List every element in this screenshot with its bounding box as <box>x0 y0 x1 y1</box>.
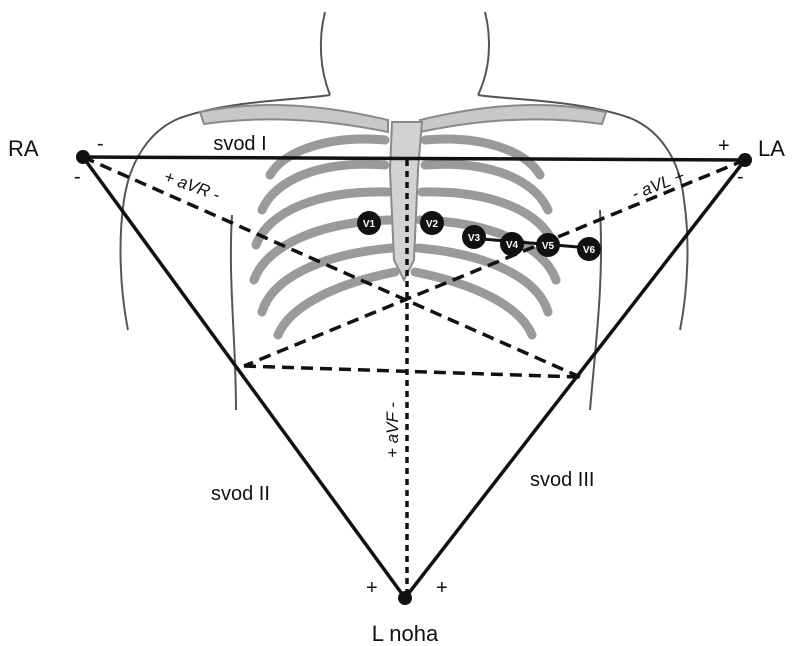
avr-label: + aVR - <box>161 167 222 205</box>
svg-text:V2: V2 <box>426 219 439 230</box>
electrode-v6: V6 <box>577 237 601 261</box>
svg-text:V1: V1 <box>363 219 376 230</box>
electrode-v2: V2 <box>420 211 444 235</box>
la-label: LA <box>758 136 785 161</box>
electrode-v5: V5 <box>536 233 560 257</box>
la-sign-top: + <box>718 135 730 157</box>
ra-sign-bottom: - <box>74 166 81 188</box>
lead-1-line <box>83 157 745 160</box>
svg-text:V3: V3 <box>468 233 481 244</box>
electrode-v3: V3 <box>462 225 486 249</box>
electrode-v4: V4 <box>500 232 524 256</box>
leg-sign-right: + <box>436 577 448 599</box>
leg-sign-left: + <box>366 577 378 599</box>
svg-text:V5: V5 <box>542 241 555 252</box>
ra-sign-top: - <box>97 133 104 155</box>
lead-3-label: svod III <box>530 469 594 491</box>
svg-text:V4: V4 <box>506 240 519 251</box>
lead-2-label: svod II <box>211 483 270 505</box>
la-electrode-dot <box>738 153 752 167</box>
lead-1-label: svod I <box>213 133 266 155</box>
avf-label: + aVF - <box>383 402 402 458</box>
inner-base-line <box>244 366 580 377</box>
electrode-v1: V1 <box>357 211 381 235</box>
leg-label: L noha <box>372 621 439 646</box>
ra-label: RA <box>8 136 39 161</box>
sternum <box>390 122 422 280</box>
svg-text:V6: V6 <box>583 245 596 256</box>
ra-electrode-dot <box>76 150 90 164</box>
avl-label: - aVL + <box>629 166 687 203</box>
la-sign-bottom: - <box>737 166 744 188</box>
leg-electrode-dot <box>398 591 412 605</box>
